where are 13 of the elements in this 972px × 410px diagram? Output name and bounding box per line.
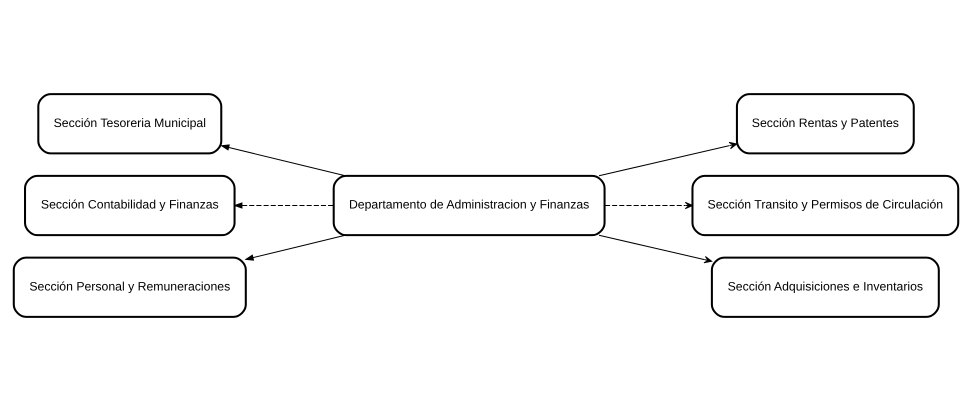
node-box: Sección Adquisiciones e Inventarios: [710, 256, 940, 318]
node-box: Sección Transito y Permisos de Circulación: [691, 174, 960, 236]
arrow: [233, 202, 334, 208]
node-box: Sección Contabilidad y Finanzas: [24, 174, 236, 236]
node-box: Departamento de Administracion y Finanzas: [332, 174, 606, 236]
node-box: Sección Personal y Remuneraciones: [12, 256, 247, 318]
arrow: [598, 141, 738, 176]
arrow: [244, 234, 346, 260]
arrow: [605, 201, 693, 209]
arrow: [598, 234, 712, 263]
arrow: [220, 144, 346, 176]
node-box: Sección Rentas y Patentes: [736, 92, 915, 154]
node-box: Sección Tesoreria Municipal: [37, 92, 222, 154]
